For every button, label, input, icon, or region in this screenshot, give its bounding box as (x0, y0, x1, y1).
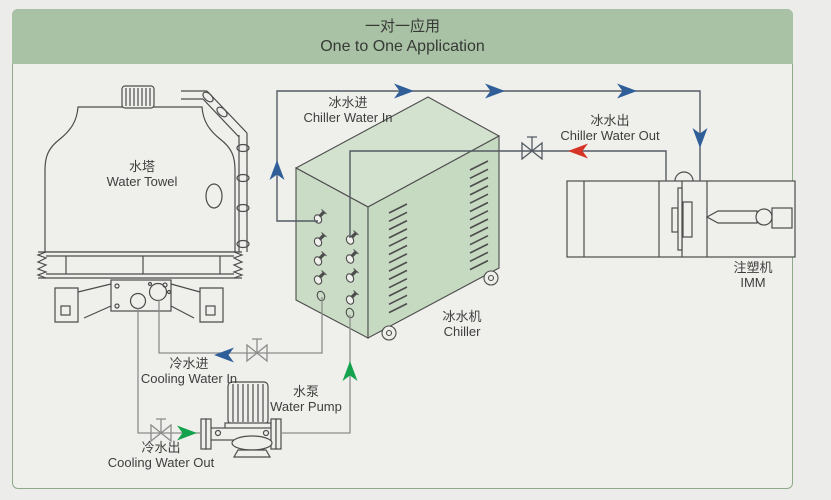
chiller-right-face (367, 135, 500, 339)
label-chiller-water-in: 冰水进 Chiller Water In (278, 95, 418, 125)
label-cooling-water-in-en: Cooling Water In (140, 370, 238, 386)
tower-basin (36, 251, 244, 279)
pump-motor-fins (232, 384, 264, 422)
imm-machine (566, 171, 796, 258)
chiller-vent-column-1 (388, 203, 408, 314)
imm-dome (674, 171, 694, 182)
imm-motor-block (771, 207, 793, 229)
label-imm-zh: 注塑机 (733, 260, 773, 275)
chiller-wheel (483, 270, 499, 286)
imm-dividers (583, 181, 708, 257)
chilled-return-pipe (349, 150, 667, 238)
tower-fan-motor-fins (125, 88, 151, 106)
valve-icon (150, 418, 172, 442)
label-water-tower: 水塔 Water Towel (72, 159, 212, 189)
pump-discharge-pipe (282, 315, 351, 434)
label-cooling-water-out-zh: 冷水出 (141, 440, 181, 455)
header-title-zh: 一对一应用 (364, 17, 440, 35)
label-cooling-water-out: 冷水出 Cooling Water Out (86, 440, 236, 470)
label-chiller-zh: 冰水机 (442, 309, 482, 324)
label-chiller-water-in-zh: 冰水进 (328, 95, 368, 110)
label-chiller: 冰水机 Chiller (412, 309, 512, 339)
imm-hopper-wheel (755, 208, 773, 226)
header-banner: 一对一应用 One to One Application (12, 9, 793, 64)
chiller-unit (294, 96, 501, 341)
label-water-pump-en: Water Pump (270, 398, 342, 414)
label-water-pump: 水泵 Water Pump (246, 384, 366, 414)
label-water-pump-zh: 水泵 (292, 384, 319, 399)
imm-platen-bar (677, 187, 683, 251)
label-imm: 注塑机 IMM (703, 260, 803, 290)
label-chiller-water-out-en: Chiller Water Out (560, 127, 660, 143)
label-cooling-water-out-en: Cooling Water Out (107, 454, 215, 470)
tower-support (54, 279, 224, 323)
header-title-en: One to One Application (320, 37, 485, 55)
label-water-tower-en: Water Towel (106, 173, 178, 189)
label-chiller-water-out-zh: 冰水出 (590, 113, 630, 128)
label-chiller-water-in-en: Chiller Water In (303, 109, 393, 125)
pump-flange (205, 418, 212, 450)
label-water-tower-zh: 水塔 (128, 159, 155, 174)
chiller-wheel (381, 325, 397, 341)
chilled-supply-pipe (276, 90, 701, 222)
pump-flange (275, 418, 282, 450)
imm-injection-barrel (705, 210, 758, 224)
label-chiller-water-out: 冰水出 Chiller Water Out (535, 113, 685, 143)
water-tower (36, 85, 250, 323)
label-imm-en: IMM (740, 274, 766, 290)
label-cooling-water-in-zh: 冷水进 (169, 356, 209, 371)
cooling-out-pipe (137, 308, 201, 434)
imm-platen-tab (671, 207, 679, 233)
water-pump-unit (200, 381, 282, 458)
cooling-water-pipes (137, 297, 351, 434)
cooling-in-pipe (158, 297, 323, 354)
tower-sump-box (110, 279, 172, 312)
tower-riser-pipe (181, 90, 250, 252)
tower-side-vent (205, 183, 223, 209)
chiller-vent-column-2 (469, 160, 489, 271)
pump-foot (232, 449, 272, 458)
label-cooling-water-in: 冷水进 Cooling Water In (114, 356, 264, 386)
label-chiller-en: Chiller (443, 323, 481, 339)
chilled-water-pipes (276, 90, 701, 238)
tower-inlet-port (148, 282, 168, 302)
imm-mold-block (682, 201, 693, 238)
pipe-port (345, 307, 355, 319)
pump-volute (231, 435, 273, 451)
